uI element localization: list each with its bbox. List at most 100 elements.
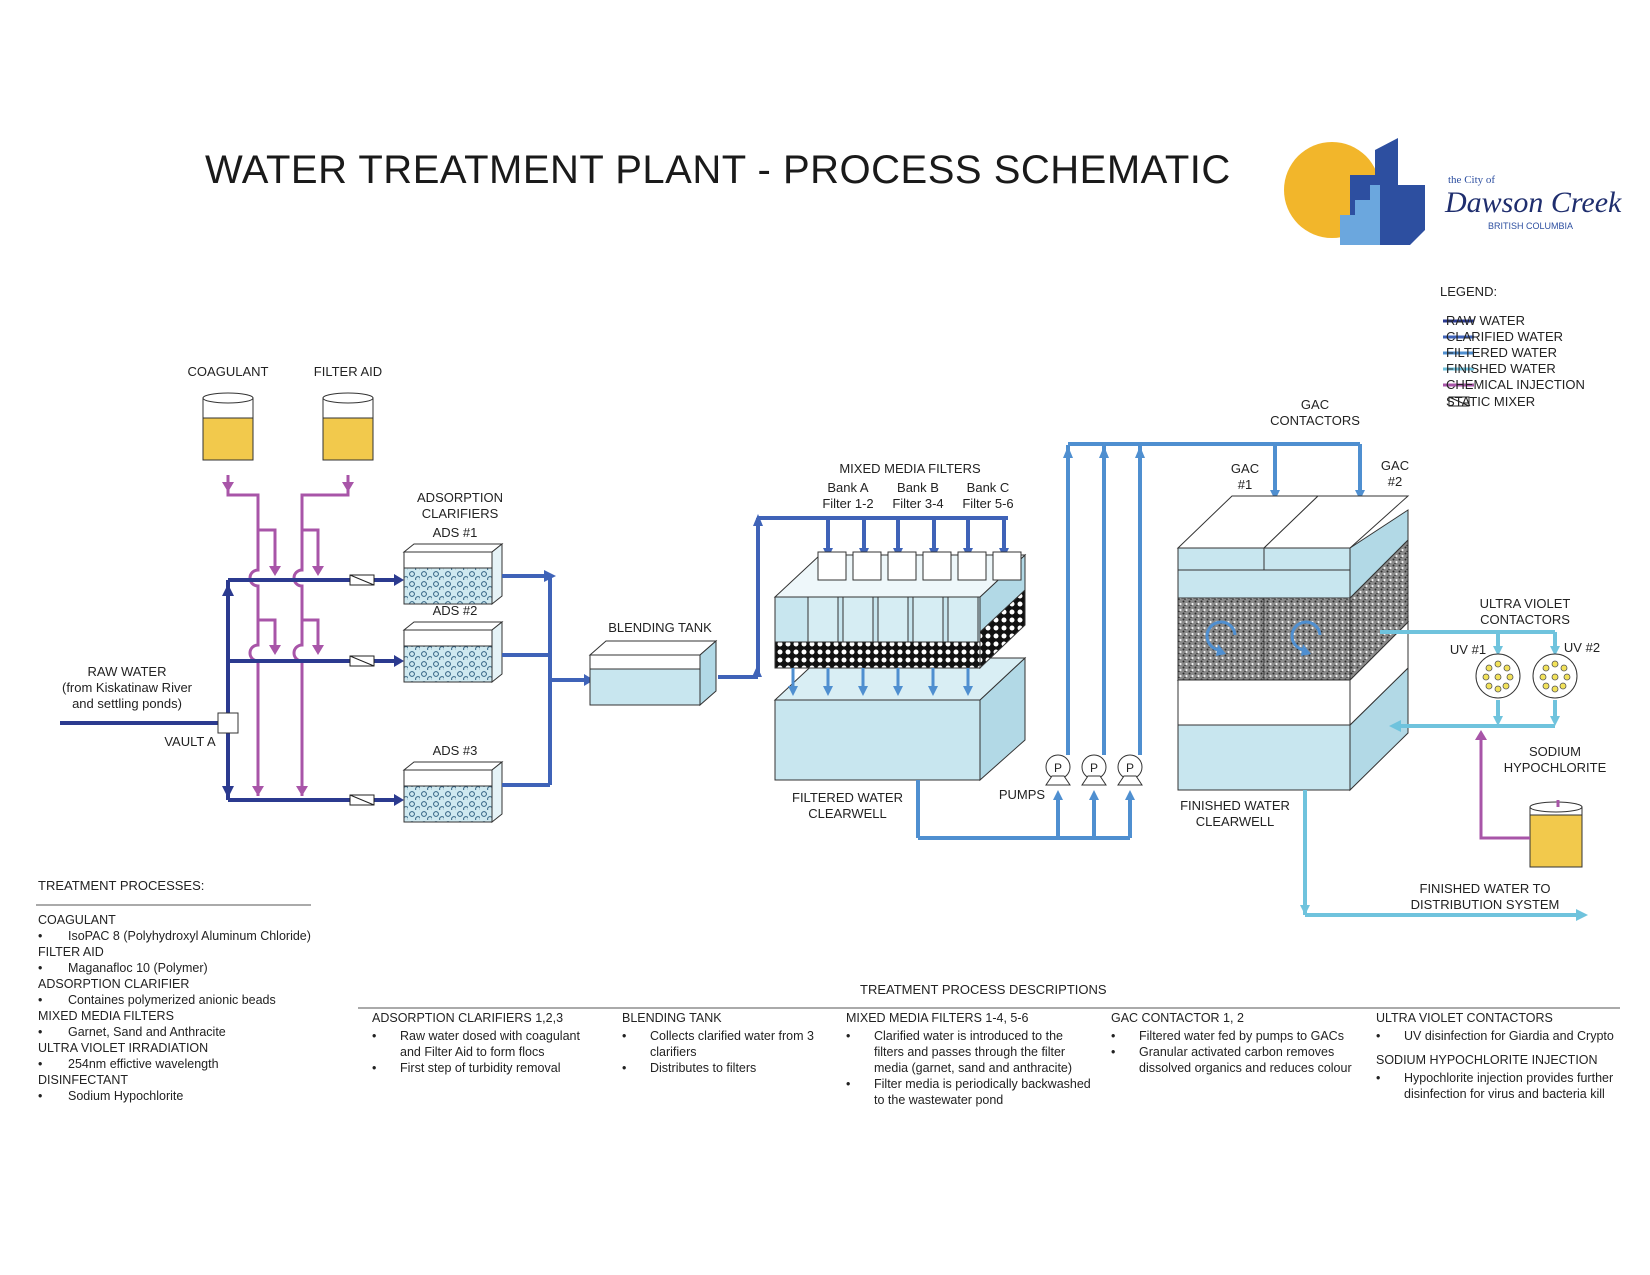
legend-finished-water: FINISHED WATER <box>1446 361 1556 376</box>
finished-arrowheads <box>1300 646 1588 921</box>
desc-blending-item: Collects clarified water from 3 clarifie… <box>622 1028 832 1060</box>
gac-1-label: GAC #1 <box>1230 461 1260 492</box>
desc-blending-tank: BLENDING TANK Collects clarified water f… <box>622 1010 832 1076</box>
legend-swatches <box>1443 319 1474 407</box>
uv-1-label: UV #1 <box>1449 642 1487 657</box>
gac-contactors-unit <box>1176 495 1410 792</box>
vault-a-box <box>217 712 239 734</box>
filtered-clearwell-label: FILTERED WATER CLEARWELL <box>792 790 903 821</box>
desc-adsorption-item: Raw water dosed with coagulant and Filte… <box>372 1028 600 1060</box>
svg-text:P: P <box>1054 761 1062 775</box>
bank-b-label: Bank B Filter 3-4 <box>892 480 944 511</box>
gac-flow-arrows <box>1205 620 1322 652</box>
legend-static-mixer <box>1448 396 1470 407</box>
tp-filter-aid-item: Maganafloc 10 (Polymer) <box>38 960 338 976</box>
ads-3-unit <box>402 760 504 824</box>
logo-region: BRITISH COLUMBIA <box>1488 221 1573 231</box>
treatment-processes-heading: TREATMENT PROCESSES: <box>38 878 205 893</box>
legend-clarified-water: CLARIFIED WATER <box>1446 329 1564 344</box>
tp-adsorption-name: ADSORPTION CLARIFIER <box>38 977 190 991</box>
raw-water-arrowheads <box>222 574 404 806</box>
desc-gac-title: GAC CONTACTOR 1, 2 <box>1111 1011 1244 1025</box>
bank-a-label: Bank A Filter 1-2 <box>822 480 874 511</box>
desc-adsorption-title: ADSORPTION CLARIFIERS 1,2,3 <box>372 1011 564 1025</box>
legend-chemical-injection: CHEMICAL INJECTION <box>1446 377 1585 392</box>
blending-tank-label: BLENDING TANK <box>608 620 712 635</box>
desc-adsorption-clarifiers: ADSORPTION CLARIFIERS 1,2,3 Raw water do… <box>372 1010 600 1076</box>
desc-hypochlorite-title: SODIUM HYPOCHLORITE INJECTION <box>1376 1053 1598 1067</box>
desc-mixed-media-title: MIXED MEDIA FILTERS 1-4, 5-6 <box>846 1011 1029 1025</box>
finished-to-distribution-label: FINISHED WATER TO DISTRIBUTION SYSTEM <box>1410 881 1560 912</box>
filter-aid-tank <box>322 392 374 461</box>
chemical-injection-lines <box>226 475 1560 840</box>
desc-mixed-media-item: Clarified water is introduced to the fil… <box>846 1028 1096 1076</box>
city-logo: the City of Dawson Creek BRITISH COLUMBI… <box>1284 138 1622 245</box>
logo-steps <box>1340 185 1380 245</box>
blending-tank <box>588 639 718 707</box>
page-title: WATER TREATMENT PLANT - PROCESS SCHEMATI… <box>205 148 1231 192</box>
vault-a-label: VAULT A <box>164 734 216 749</box>
bank-c-label: Bank C Filter 5-6 <box>962 480 1014 511</box>
desc-gac-item: Granular activated carbon removes dissol… <box>1111 1044 1361 1076</box>
pump-2: P <box>1081 754 1107 786</box>
ads-1-unit <box>402 542 504 606</box>
ads-3-label: ADS #3 <box>432 743 478 758</box>
chemical-arrowheads <box>222 482 1487 796</box>
gac-2-label: GAC #2 <box>1380 458 1410 489</box>
uv-2-unit <box>1532 653 1578 699</box>
mixed-media-filters-unit <box>773 551 1027 782</box>
legend-title: LEGEND: <box>1440 284 1498 299</box>
svg-text:P: P <box>1090 761 1098 775</box>
desc-gac-contactor: GAC CONTACTOR 1, 2 Filtered water fed by… <box>1111 1010 1361 1076</box>
tp-uv-item: 254nm effictive wavelength <box>38 1056 338 1072</box>
desc-hypochlorite-item: Hypochlorite injection provides further … <box>1376 1070 1636 1102</box>
legend-raw-water: RAW WATER <box>1446 313 1525 328</box>
filtered-water-lines <box>916 442 1362 840</box>
static-mixers <box>349 574 375 806</box>
mixed-media-filters-label: MIXED MEDIA FILTERS <box>839 461 981 476</box>
tp-adsorption-item: Containes polymerized anionic beads <box>38 992 338 1008</box>
filter-cells <box>807 551 1022 643</box>
legend-filtered-water: FILTERED WATER <box>1446 345 1557 360</box>
ads-2-unit <box>402 620 504 684</box>
finished-clearwell-label: FINISHED WATER CLEARWELL <box>1180 798 1290 829</box>
sodium-hypochlorite-label: SODIUM HYPOCHLORITE <box>1503 744 1607 775</box>
ads-1-label: ADS #1 <box>432 525 478 540</box>
desc-adsorption-item: First step of turbidity removal <box>372 1060 600 1076</box>
treatment-processes-list: COAGULANT IsoPAC 8 (Polyhydroxyl Aluminu… <box>38 912 338 1104</box>
tp-mixed-media-name: MIXED MEDIA FILTERS <box>38 1009 174 1023</box>
gac-flow-heads <box>1216 644 1311 656</box>
desc-uv-title: ULTRA VIOLET CONTACTORS <box>1376 1011 1553 1025</box>
desc-uv-item: UV disinfection for Giardia and Crypto <box>1376 1028 1636 1044</box>
uv-2-label: UV #2 <box>1563 640 1601 655</box>
logo-name: Dawson Creek <box>1444 186 1622 219</box>
gac-contactors-label: GAC CONTACTORS <box>1270 397 1360 428</box>
uv-1-unit <box>1475 653 1521 699</box>
clarified-water-lines <box>502 516 1008 787</box>
raw-water-label: RAW WATER (from Kiskatinaw River and set… <box>61 664 193 711</box>
logo-small-text: the City of <box>1448 174 1495 186</box>
uv-contactors-label: ULTRA VIOLET CONTACTORS <box>1479 596 1571 627</box>
filter-aid-label: FILTER AID <box>313 364 383 379</box>
desc-blending-title: BLENDING TANK <box>622 1011 722 1025</box>
pump-1: P <box>1045 754 1071 786</box>
ads-2-label: ADS #2 <box>432 603 478 618</box>
desc-gac-item: Filtered water fed by pumps to GACs <box>1111 1028 1361 1044</box>
tp-coagulant-item: IsoPAC 8 (Polyhydroxyl Aluminum Chloride… <box>38 928 338 944</box>
desc-uv-and-hypochlorite: ULTRA VIOLET CONTACTORS UV disinfection … <box>1376 1010 1636 1102</box>
tp-filter-aid-name: FILTER AID <box>38 945 104 959</box>
legend-static-mixer-label: STATIC MIXER <box>1446 394 1536 409</box>
hypochlorite-tank <box>1529 801 1583 868</box>
desc-blending-item: Distributes to filters <box>622 1060 832 1076</box>
coagulant-label: COAGULANT <box>187 364 269 379</box>
desc-mixed-media-filters: MIXED MEDIA FILTERS 1-4, 5-6 Clarified w… <box>846 1010 1096 1108</box>
svg-text:P: P <box>1126 761 1134 775</box>
pumps: P P P <box>1045 754 1143 786</box>
desc-mixed-media-item: Filter media is periodically backwashed … <box>846 1076 1096 1108</box>
tp-mixed-media-item: Garnet, Sand and Anthracite <box>38 1024 338 1040</box>
tp-coagulant-name: COAGULANT <box>38 913 116 927</box>
tp-disinfectant-name: DISINFECTANT <box>38 1073 129 1087</box>
filter-outflow-heads <box>788 686 973 696</box>
